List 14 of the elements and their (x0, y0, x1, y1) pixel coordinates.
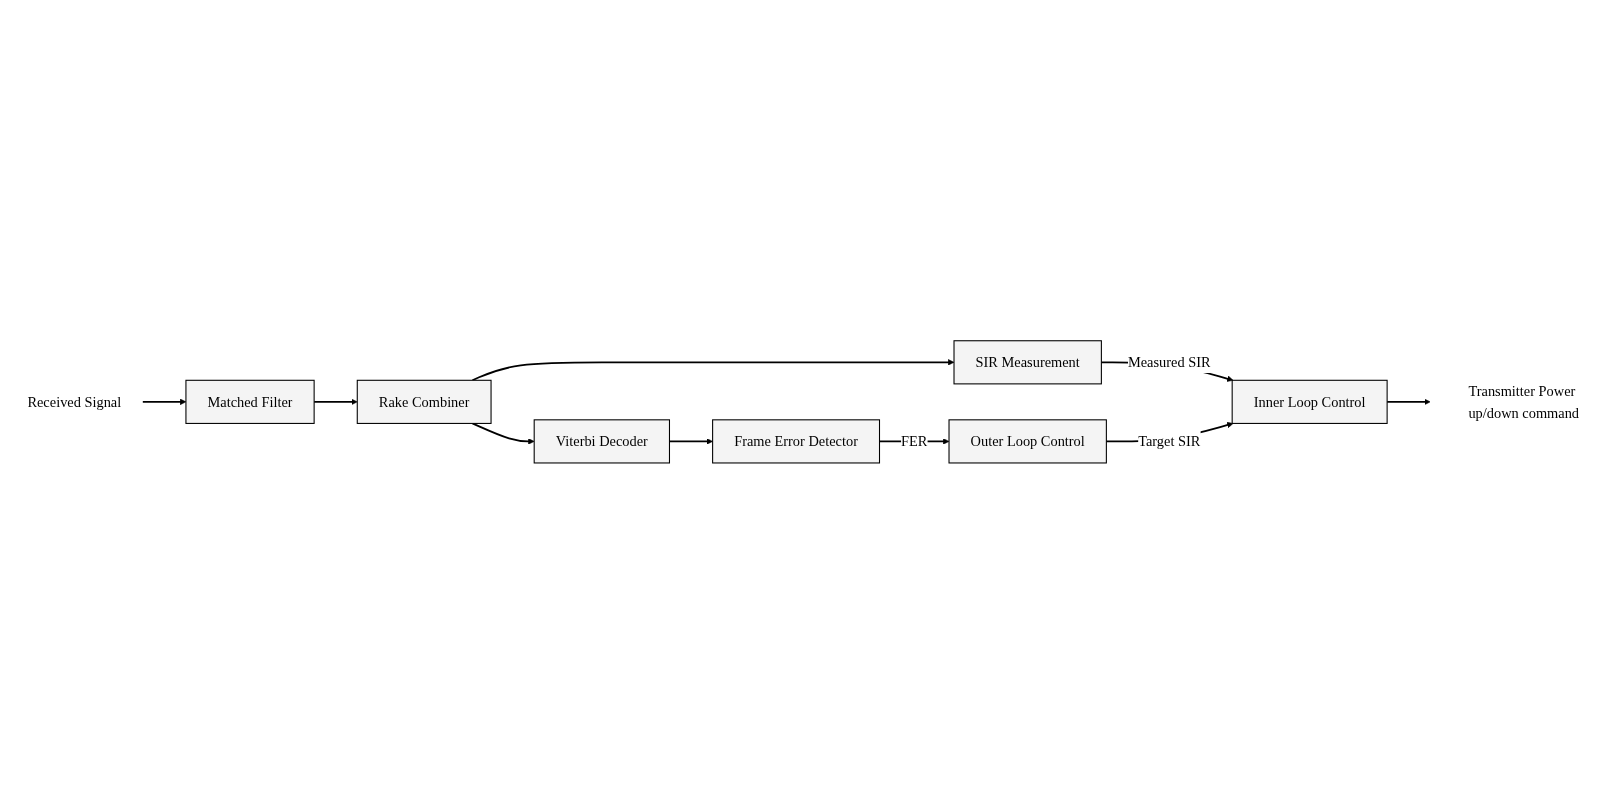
node-box: Inner Loop Control (1231, 379, 1388, 425)
edge-label: Target SIR (1138, 433, 1201, 450)
node-box: Matched Filter (185, 379, 315, 425)
arrow (471, 359, 955, 382)
node-box: Frame Error Detector (712, 419, 881, 464)
edge-label: Measured SIR (1127, 354, 1211, 371)
node-box: Viterbi Decoder (533, 419, 670, 464)
node-box: Outer Loop Control (948, 419, 1107, 464)
edge-label: FER (901, 433, 928, 450)
arrow (471, 422, 535, 445)
node-box: Rake Combiner (356, 379, 492, 425)
node-text: Received Signal (27, 394, 122, 410)
node-text: Transmitter Power up/down command (1468, 383, 1580, 421)
node-box: SIR Measurement (953, 340, 1102, 385)
